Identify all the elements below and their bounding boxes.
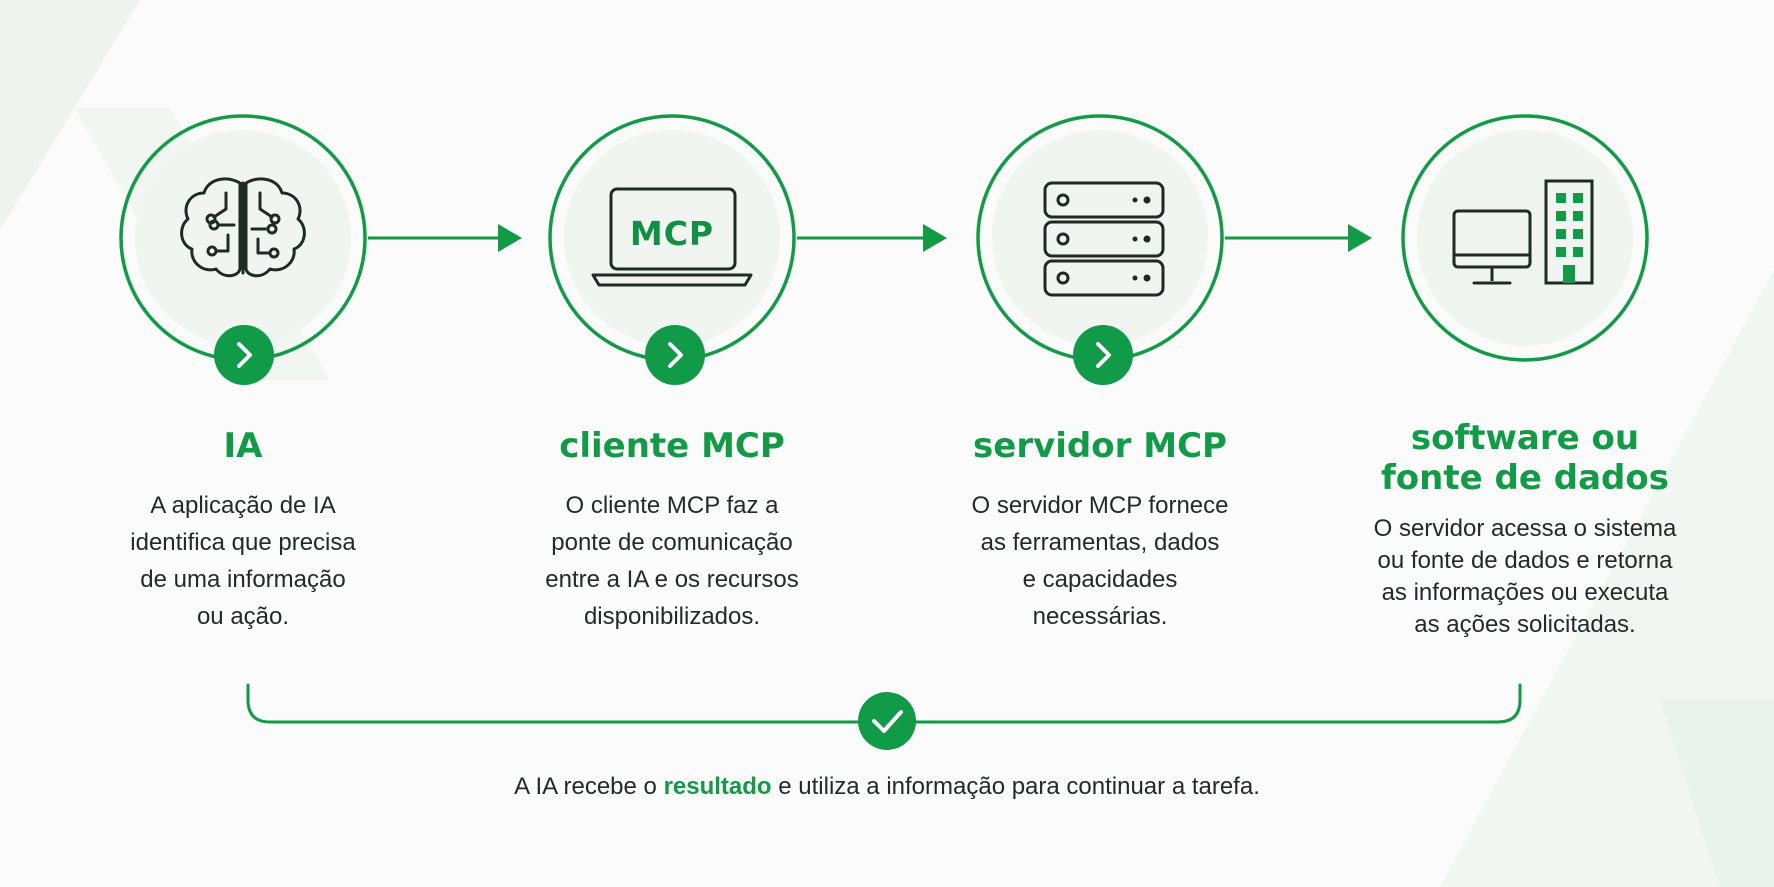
step-4-title: software ou fonte de dados bbox=[1381, 418, 1669, 498]
step-1-title: IA bbox=[223, 426, 263, 466]
building-icon bbox=[1544, 179, 1594, 285]
computer-and-building-icon bbox=[1452, 179, 1594, 285]
step-4-circle bbox=[1400, 113, 1650, 363]
chevron-right-icon bbox=[1096, 342, 1111, 368]
result-sentence-prefix: A IA recebe o bbox=[514, 773, 664, 800]
result-sentence-suffix: e utiliza a informação para continuar a … bbox=[771, 773, 1260, 800]
background-shape-top-left bbox=[0, 0, 140, 230]
step-3-circle bbox=[975, 113, 1225, 363]
check-icon bbox=[872, 710, 903, 733]
laptop-screen-label: MCP bbox=[629, 214, 715, 253]
step-2-description: O cliente MCP faz a ponte de comunicação… bbox=[545, 492, 799, 630]
step-4-description: O servidor acessa o sistema ou fonte de … bbox=[1373, 515, 1677, 638]
chevron-right-icon bbox=[237, 342, 252, 368]
monitor-icon bbox=[1452, 209, 1532, 285]
step-3-description: O servidor MCP fornece as ferramentas, d… bbox=[971, 492, 1229, 630]
step-2-title: cliente MCP bbox=[559, 426, 785, 466]
chevron-right-icon bbox=[668, 342, 683, 368]
brain-circuit-icon bbox=[180, 177, 306, 278]
result-highlight: resultado bbox=[663, 773, 772, 800]
next-chevron-badge-1 bbox=[214, 325, 274, 385]
server-icon bbox=[1043, 181, 1165, 297]
next-chevron-badge-3 bbox=[1073, 325, 1133, 385]
connector-arrow-3 bbox=[1225, 224, 1372, 252]
laptop-icon bbox=[591, 187, 753, 287]
next-chevron-badge-2 bbox=[645, 325, 705, 385]
result-sentence: A IA recebe o resultado e utiliza a info… bbox=[0, 773, 1774, 801]
connector-arrow-1 bbox=[368, 224, 522, 252]
background-shape-bottom-right bbox=[1660, 700, 1774, 887]
step-1-circle bbox=[118, 113, 368, 363]
step-2-circle: MCP bbox=[547, 113, 797, 363]
connector-arrow-2 bbox=[797, 224, 947, 252]
check-badge bbox=[858, 692, 916, 750]
step-1-description: A aplicação de IA identifica que precisa… bbox=[130, 492, 356, 630]
step-3-title: servidor MCP bbox=[973, 426, 1227, 466]
